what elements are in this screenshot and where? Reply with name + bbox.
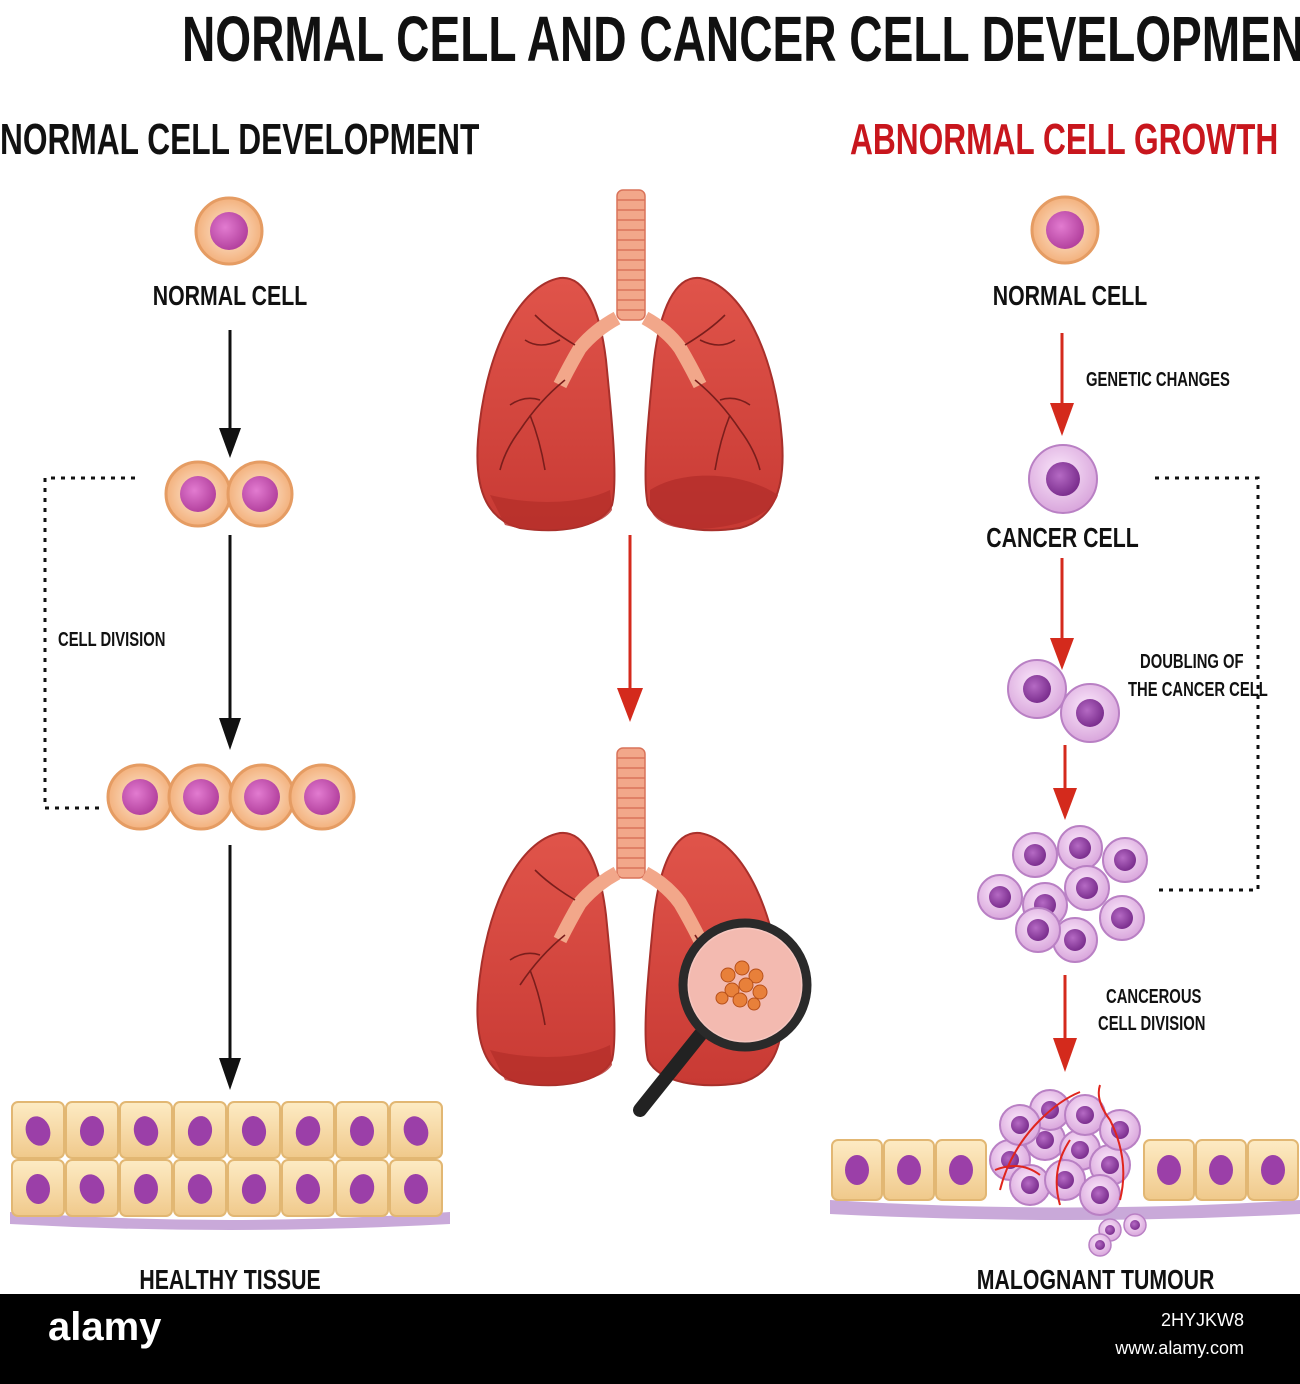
right-arrow-3 (1053, 745, 1077, 820)
left-heading: NORMAL CELL DEVELOPMENT (0, 115, 480, 164)
doubled-cancer-cells (1007, 659, 1120, 743)
left-two-cells (164, 460, 294, 528)
right-normal-cell-label: NORMAL CELL (992, 280, 1148, 311)
cancer-cell-label: CANCER CELL (986, 522, 1139, 553)
site-url: www.alamy.com (1115, 1338, 1244, 1358)
footer-bar (0, 1294, 1300, 1384)
tumour-label: MALOGNANT TUMOUR (976, 1264, 1215, 1295)
right-arrow-4 (1053, 975, 1077, 1072)
cell-division-label: CELL DIVISION (58, 629, 166, 651)
left-normal-cell (194, 196, 264, 266)
page-title: NORMAL CELL AND CANCER CELL DEVELOPMENT (181, 3, 1300, 75)
cancer-cell-graphic (1028, 444, 1098, 514)
doubling-label-line1: DOUBLING OF (1140, 651, 1244, 673)
brand-logo: alamy (48, 1305, 162, 1349)
lungs-healthy (476, 189, 784, 532)
genetic-changes-label: GENETIC CHANGES (1086, 369, 1230, 391)
right-arrow-1 (1050, 333, 1074, 436)
left-arrow-2 (219, 535, 241, 750)
healthy-tissue-graphic (10, 1101, 450, 1230)
left-normal-cell-label: NORMAL CELL (152, 280, 308, 311)
doubling-label-line2: THE CANCER CELL (1128, 679, 1268, 701)
left-arrow-3 (219, 845, 241, 1090)
right-arrow-2 (1050, 558, 1074, 670)
tumour-tissue-graphic (830, 1084, 1300, 1257)
right-division-bracket (1155, 476, 1260, 892)
cancerous-label-line1: CANCEROUS (1106, 986, 1202, 1008)
image-id: 2HYJKW8 (1160, 1310, 1244, 1330)
cancerous-label-line2: CELL DIVISION (1098, 1013, 1206, 1035)
center-arrow (617, 535, 643, 722)
right-heading: ABNORMAL CELL GROWTH (850, 115, 1279, 164)
magnifying-glass-icon (633, 918, 812, 1117)
healthy-tissue-label: HEALTHY TISSUE (139, 1264, 321, 1295)
cancer-cell-cluster (977, 825, 1148, 963)
left-four-cells (106, 763, 356, 831)
left-arrow-1 (219, 330, 241, 458)
right-normal-cell (1030, 195, 1100, 265)
